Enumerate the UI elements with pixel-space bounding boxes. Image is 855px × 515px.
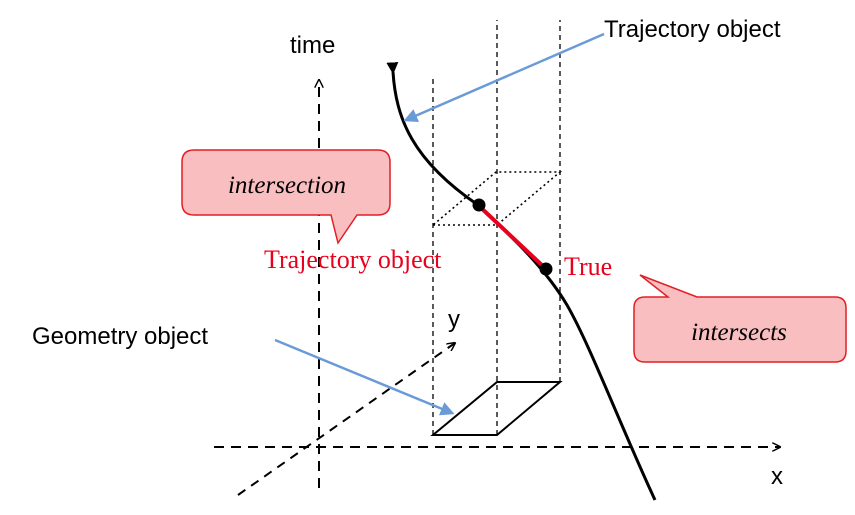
y-axis-label: y	[448, 306, 460, 333]
trajectory-result-label: Trajectory object	[264, 245, 442, 274]
geometry-object-label: Geometry object	[32, 323, 208, 350]
time-axis-label: time	[290, 32, 335, 59]
x-axis-label: x	[771, 463, 783, 490]
y-axis	[237, 343, 455, 496]
intersection-callout	[181, 149, 391, 245]
geometry-pointer-arrow	[274, 338, 455, 416]
intersects-callout-text: intersects	[691, 319, 787, 346]
intersection-segment	[476, 203, 548, 271]
trajectory-pointer-arrow	[403, 32, 605, 122]
intersection-end-point	[539, 262, 553, 276]
true-result-label: True	[564, 252, 612, 281]
intersects-callout	[633, 274, 847, 363]
geometry-object-shape	[430, 381, 563, 436]
trajectory-object-label: Trajectory object	[604, 16, 781, 43]
time-slice-plane	[430, 171, 563, 226]
intersection-start-point	[472, 198, 486, 212]
intersection-callout-text: intersection	[228, 172, 346, 199]
